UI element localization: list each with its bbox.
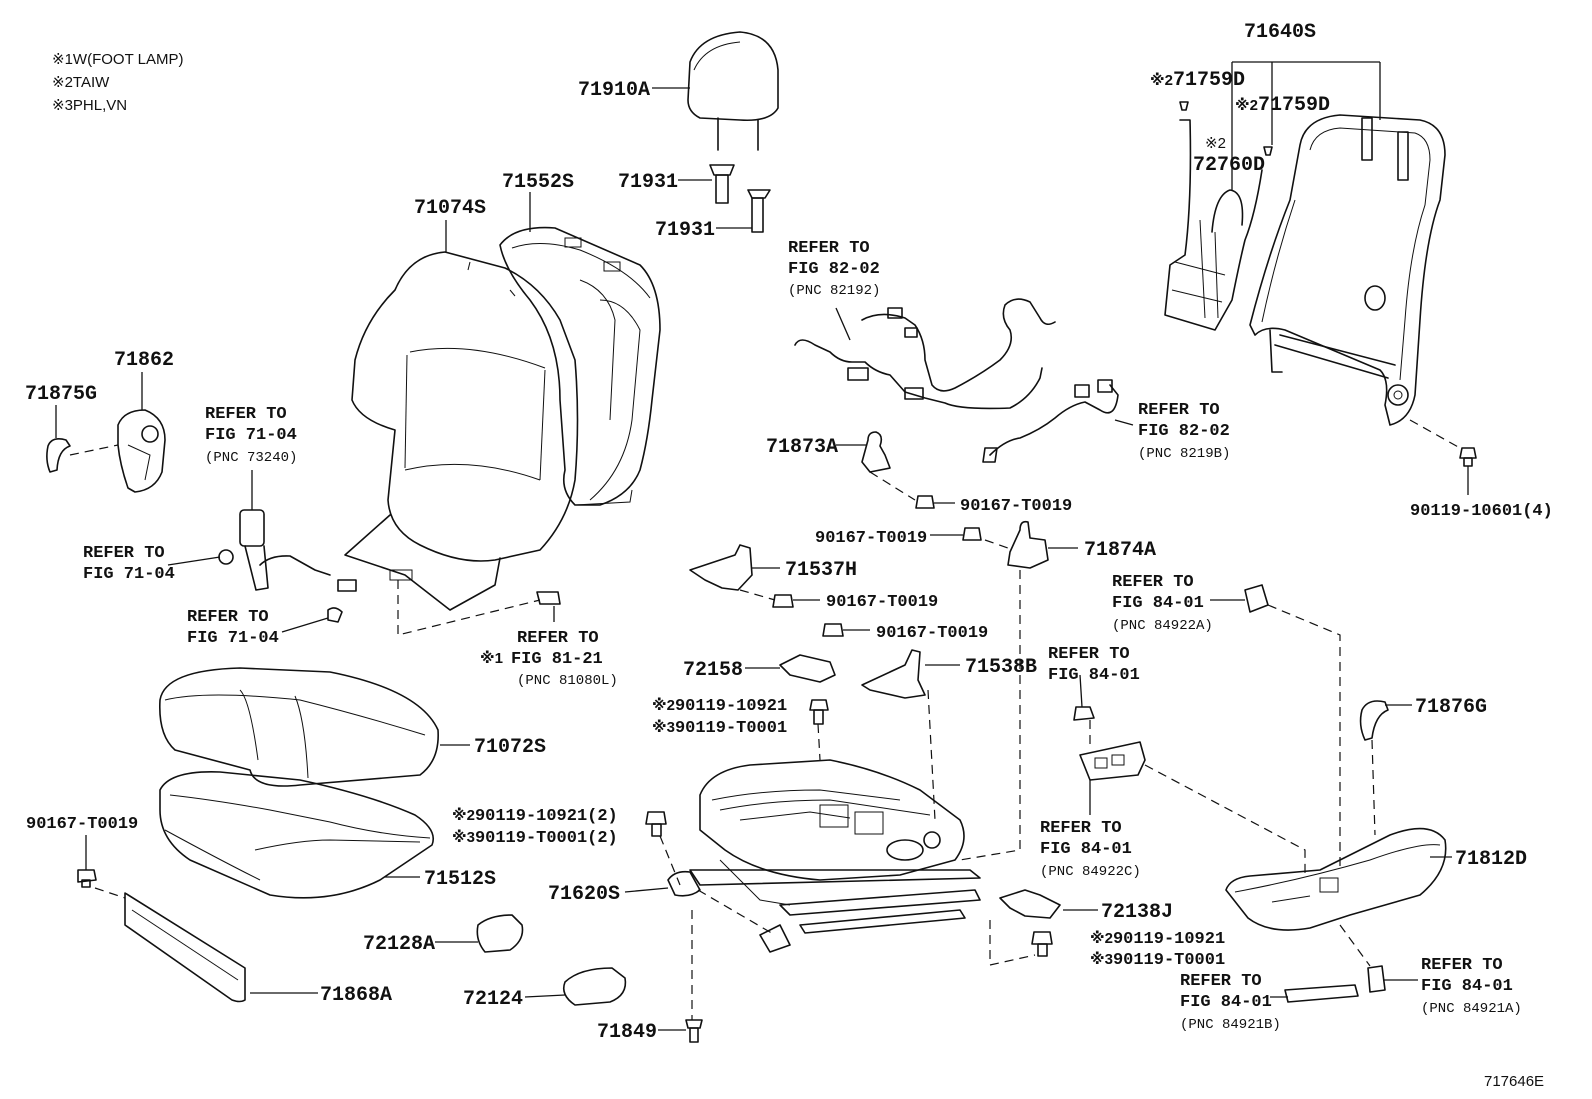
ref-84922C-fig: FIG 84-01 — [1040, 840, 1132, 859]
ref-84922A-fig: FIG 84-01 — [1112, 594, 1204, 613]
label-71862: 71862 — [114, 349, 174, 372]
label-71759D-2: ※271759D — [1235, 94, 1330, 117]
label-71876G: 71876G — [1415, 696, 1487, 719]
label-71072S: 71072S — [474, 736, 546, 759]
label-71931-a: 71931 — [618, 171, 678, 194]
label-71873A: 71873A — [766, 436, 838, 459]
ref-84921A-pnc: (PNC 84921A) — [1421, 1001, 1522, 1017]
label-71537H: 71537H — [785, 559, 857, 582]
label-71910A: 71910A — [578, 79, 650, 102]
bracket-parts-drawing — [689, 431, 1061, 957]
label-90119-T0001-b: ※390119-T0001(2) — [452, 828, 618, 848]
ref-84-01-bolt-title: REFER TO — [1048, 645, 1130, 664]
label-90119-10921-b: ※290119-10921(2) — [452, 806, 618, 826]
ref-84922C-pnc: (PNC 84922C) — [1040, 864, 1141, 880]
ref-84922A-pnc: (PNC 84922A) — [1112, 618, 1213, 634]
label-71874A: 71874A — [1084, 539, 1156, 562]
label-71849: 71849 — [597, 1021, 657, 1044]
ref-73240-pnc: (PNC 73240) — [205, 450, 297, 466]
ref-84922C-title: REFER TO — [1040, 819, 1122, 838]
seat-cushion-drawing — [77, 667, 439, 1003]
svg-text:※2TAIW: ※2TAIW — [52, 74, 110, 91]
ref-84921A-title: REFER TO — [1421, 956, 1503, 975]
left-side-parts-drawing — [46, 409, 561, 623]
label-90167-T0019-a: 90167-T0019 — [960, 497, 1072, 516]
seatback-cover-drawing — [344, 251, 579, 611]
wire-harness-drawing — [794, 298, 1119, 463]
label-90119-10921-c: ※290119-10921 — [1090, 929, 1225, 949]
ref-81080L-pnc: (PNC 81080L) — [517, 673, 618, 689]
ref-71-04-b-title: REFER TO — [187, 608, 269, 627]
assembly-lines — [69, 419, 1461, 1020]
label-71931-b: 71931 — [655, 219, 715, 242]
ref-84921A-fig: FIG 84-01 — [1421, 977, 1513, 996]
seatback-pad-drawing — [499, 226, 661, 506]
label-71620S: 71620S — [548, 883, 620, 906]
label-72138J: 72138J — [1101, 901, 1173, 924]
ref-84-01-bolt-fig: FIG 84-01 — [1048, 666, 1140, 685]
label-90167-T0019-b: 90167-T0019 — [815, 529, 927, 548]
ref-8219B-title: REFER TO — [1138, 401, 1220, 420]
label-90167-T0019-e: 90167-T0019 — [26, 815, 138, 834]
label-72158: 72158 — [683, 659, 743, 682]
seatback-frame-drawing — [1164, 101, 1477, 467]
part-labels: 71910A 71931 71931 71074S 71552S 71640S … — [25, 21, 1527, 1044]
label-71812D: 71812D — [1455, 848, 1527, 871]
label-71074S: 71074S — [414, 197, 486, 220]
ref-82192-fig: FIG 82-02 — [788, 260, 880, 279]
ref-84921B-title: REFER TO — [1180, 972, 1262, 991]
leader-lines — [55, 61, 1469, 1031]
diagram-id: 717646E — [1484, 1073, 1544, 1090]
label-72128A: 72128A — [363, 933, 435, 956]
reference-labels: REFER TO FIG 82-02 (PNC 82192) REFER TO … — [83, 239, 1522, 1033]
label-71552S: 71552S — [502, 171, 574, 194]
label-90119-T0001-c: ※390119-T0001 — [1090, 950, 1225, 970]
headrest-drawing — [687, 31, 779, 233]
label-72760D-mark: ※2 — [1205, 135, 1226, 152]
ref-84921B-fig: FIG 84-01 — [1180, 993, 1272, 1012]
ref-82192-pnc: (PNC 82192) — [788, 283, 880, 299]
svg-text:※3PHL,VN: ※3PHL,VN — [52, 97, 127, 114]
ref-73240-title: REFER TO — [205, 405, 287, 424]
label-90119-10921-a: ※290119-10921 — [652, 696, 787, 716]
ref-71-04-b-fig: FIG 71-04 — [187, 629, 279, 648]
label-72760D: 72760D — [1193, 154, 1265, 177]
label-71640S: 71640S — [1244, 21, 1316, 44]
label-71875G: 71875G — [25, 383, 97, 406]
label-72124: 72124 — [463, 988, 523, 1011]
label-71512S: 71512S — [424, 868, 496, 891]
ref-73240-fig: FIG 71-04 — [205, 426, 297, 445]
seat-frame-drawing — [476, 699, 981, 1043]
svg-text:※1W(FOOT LAMP): ※1W(FOOT LAMP) — [52, 51, 183, 68]
ref-81080L-title: REFER TO — [517, 629, 599, 648]
label-90119-10601: 90119-10601(4) — [1410, 502, 1553, 521]
ref-8219B-pnc: (PNC 8219B) — [1138, 446, 1230, 462]
label-90119-T0001-a: ※390119-T0001 — [652, 718, 787, 738]
label-71759D-1: ※271759D — [1150, 69, 1245, 92]
legend: ※1W(FOOT LAMP) ※2TAIW ※3PHL,VN — [52, 51, 183, 114]
label-71538B: 71538B — [965, 656, 1037, 679]
ref-71-04-a-fig: FIG 71-04 — [83, 565, 175, 584]
ref-82192-title: REFER TO — [788, 239, 870, 258]
ref-84922A-title: REFER TO — [1112, 573, 1194, 592]
label-71868A: 71868A — [320, 984, 392, 1007]
ref-71-04-a-title: REFER TO — [83, 544, 165, 563]
ref-8219B-fig: FIG 82-02 — [1138, 422, 1230, 441]
ref-84921B-pnc: (PNC 84921B) — [1180, 1017, 1281, 1033]
label-90167-T0019-d: 90167-T0019 — [876, 624, 988, 643]
label-90167-T0019-c: 90167-T0019 — [826, 593, 938, 612]
fastener-labels: 90167-T0019 90167-T0019 90167-T0019 9016… — [26, 497, 1553, 970]
